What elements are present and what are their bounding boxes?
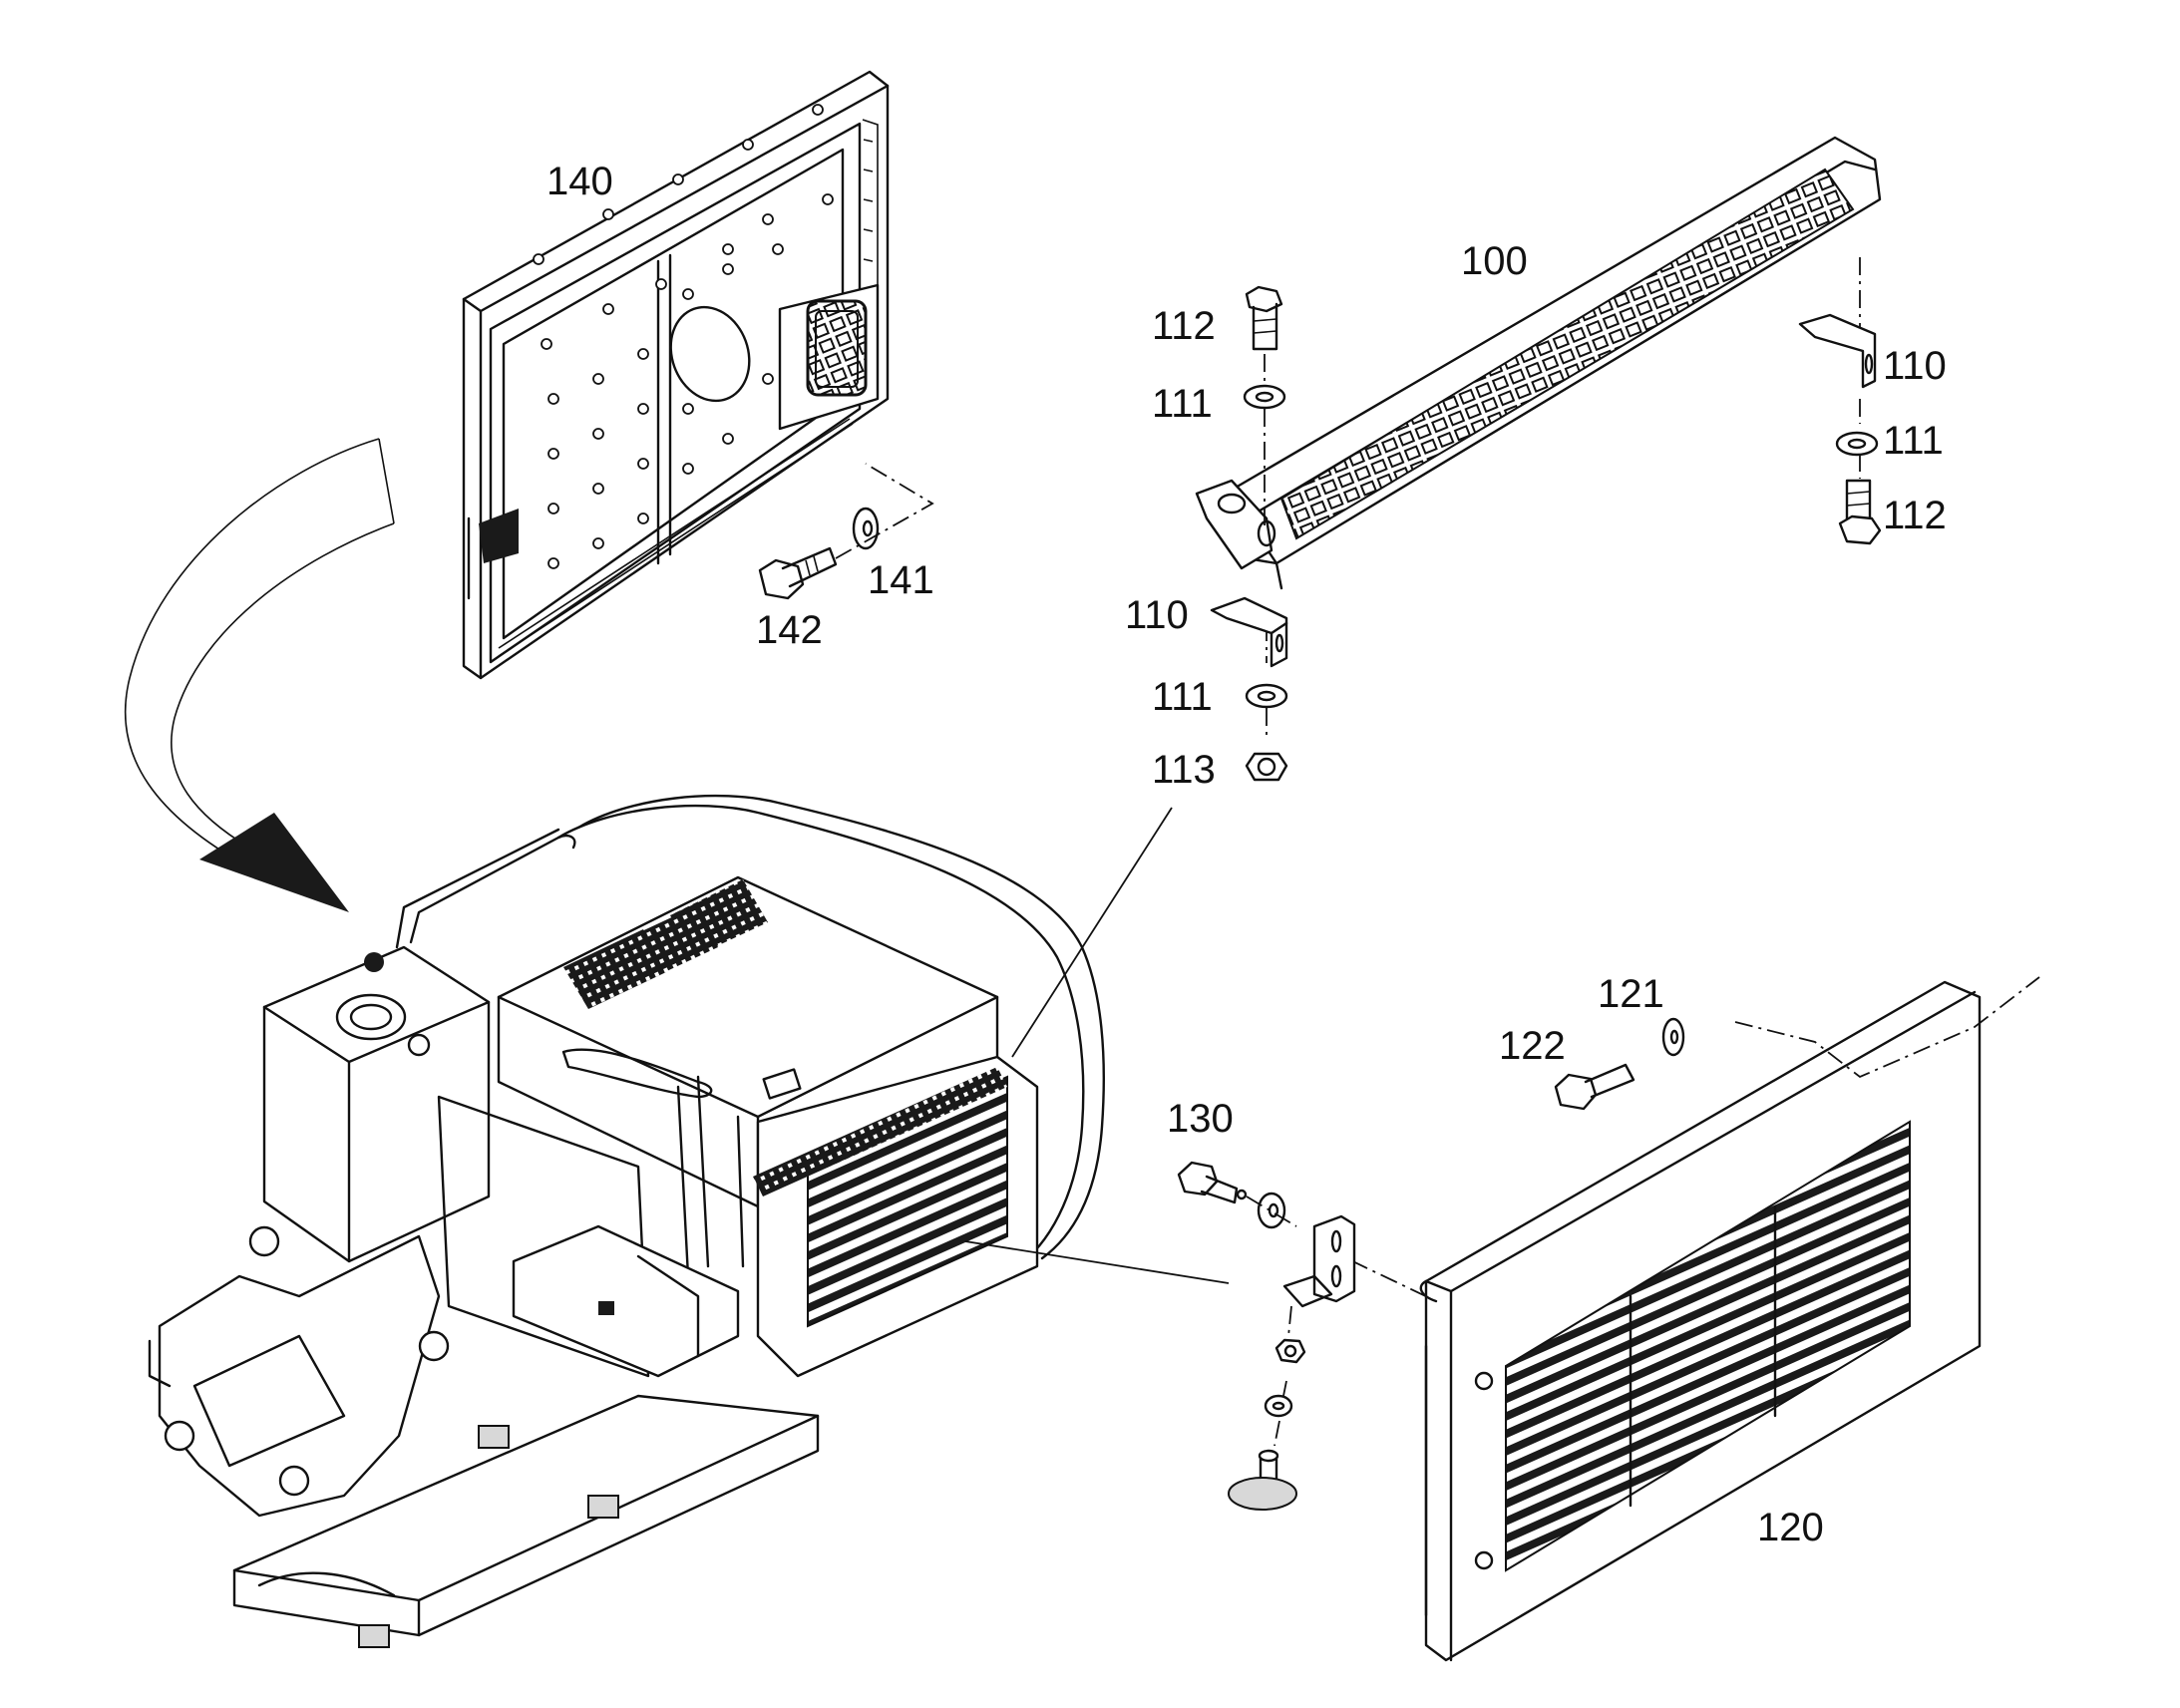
centerline-130: [1246, 1196, 1437, 1302]
leader-130: [964, 1240, 1230, 1284]
label-113-nut: 113: [1152, 748, 1216, 792]
centerline-140: [835, 463, 934, 559]
label-100: 100: [1461, 239, 1528, 283]
label-110-upper: 110: [1883, 344, 1947, 388]
label-111-middle: 111: [1152, 675, 1213, 719]
label-110-lower: 110: [1125, 593, 1189, 637]
centerline-120: [1734, 976, 2040, 1079]
machine-upper-structure: [148, 794, 1105, 1648]
bolt-122: [1554, 1063, 1635, 1111]
washer-130: [1257, 1192, 1286, 1229]
centerline-130-vertical: [1273, 1305, 1292, 1447]
door-panel-140: [462, 70, 890, 680]
bolt-112-lower: [1838, 479, 1882, 545]
centerline-left: [1264, 354, 1268, 738]
door-bolt-holes: [533, 104, 834, 569]
nut-130: [1274, 1338, 1306, 1364]
side-grille-door-120: [1419, 980, 1982, 1662]
washer-111-upper: [1243, 384, 1286, 410]
bracket-110-upper: [1798, 313, 1877, 389]
washer-130-lower: [1264, 1394, 1293, 1418]
label-111-upper: 111: [1152, 382, 1213, 426]
bolt-130: [1177, 1161, 1248, 1204]
bracket-130: [1282, 1214, 1356, 1308]
label-130: 130: [1167, 1097, 1234, 1141]
label-112-upper: 112: [1152, 304, 1216, 348]
washer-121: [1661, 1017, 1685, 1057]
bracket-110-lower: [1210, 596, 1288, 668]
top-grille-cover-100: [1195, 136, 1882, 590]
leader-113: [1011, 807, 1173, 1058]
assembly-direction-arrow: [124, 438, 395, 912]
nut-113: [1245, 752, 1288, 782]
label-112-lower: 112: [1883, 494, 1947, 537]
label-140: 140: [546, 160, 613, 203]
mount-foot-130: [1228, 1449, 1297, 1511]
label-122: 122: [1499, 1024, 1566, 1068]
label-120: 120: [1757, 1506, 1824, 1549]
bolt-142: [758, 546, 838, 600]
label-142: 142: [756, 608, 823, 652]
washer-111-middle: [1245, 683, 1288, 709]
bolt-112-upper: [1245, 285, 1283, 351]
washer-111-right: [1835, 431, 1879, 457]
label-111-right: 111: [1883, 419, 1944, 463]
label-141: 141: [868, 558, 934, 602]
label-121: 121: [1598, 972, 1664, 1016]
